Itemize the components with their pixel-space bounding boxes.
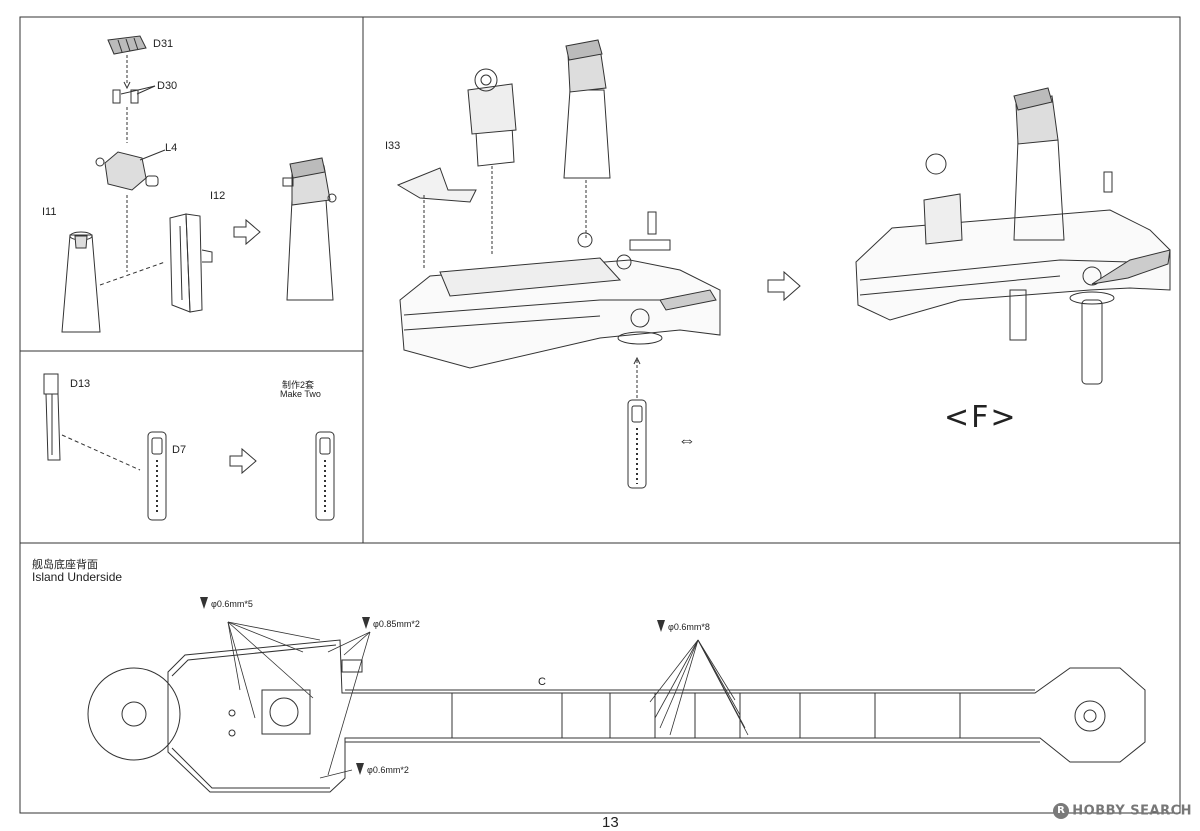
label-l4: L4 bbox=[165, 142, 178, 154]
drill-spec-3: φ0.6mm*8 bbox=[668, 622, 710, 632]
label-d7: D7 bbox=[172, 444, 187, 456]
label-d30: D30 bbox=[157, 80, 178, 92]
label-i33: I33 bbox=[385, 140, 401, 152]
assembled-pole-b bbox=[315, 431, 335, 521]
drill-spec-4: φ0.6mm*2 bbox=[367, 765, 409, 775]
label-i11: I11 bbox=[42, 206, 57, 218]
drill-spec-2: φ0.85mm*2 bbox=[373, 619, 420, 629]
make-two-note-cn: 制作2套 bbox=[282, 380, 315, 390]
part-d7-drawing bbox=[147, 431, 167, 521]
drill-pointer-lines bbox=[227, 621, 749, 779]
part-d30-drawing bbox=[112, 85, 156, 104]
underside-title-en: Island Underside bbox=[32, 570, 123, 584]
tower-drawing bbox=[563, 39, 611, 179]
label-d31: D31 bbox=[153, 38, 174, 50]
drill-spec-1: φ0.6mm*5 bbox=[211, 599, 253, 609]
watermark-logo-icon: R bbox=[1053, 803, 1070, 819]
part-i33-drawing bbox=[396, 167, 477, 203]
label-part-c: C bbox=[538, 676, 546, 688]
assembled-island-drawing bbox=[855, 87, 1171, 385]
label-i12: I12 bbox=[210, 190, 226, 202]
part-i11-drawing bbox=[61, 231, 101, 333]
part-l4-drawing bbox=[95, 149, 166, 191]
make-two-note-en: Make Two bbox=[280, 389, 321, 399]
drill-bit-icons bbox=[200, 597, 665, 775]
island-base-drawing bbox=[399, 211, 721, 369]
arrow-b bbox=[229, 447, 257, 475]
result-label-f: <F> bbox=[944, 400, 1018, 435]
swap-symbol: ⇔ bbox=[678, 430, 696, 450]
assembled-stack-a bbox=[282, 157, 337, 301]
pole-c-drawing bbox=[627, 399, 647, 489]
label-d13: D13 bbox=[70, 378, 91, 390]
watermark-text: HOBBY SEARCH bbox=[1072, 803, 1192, 819]
underside-title-cn: 舰岛底座背面 bbox=[32, 559, 98, 571]
part-d13-drawing bbox=[43, 373, 61, 461]
part-i12-drawing bbox=[169, 213, 213, 313]
part-d31-drawing bbox=[107, 35, 147, 55]
underside-drawing bbox=[87, 639, 1146, 793]
arrow-c bbox=[767, 270, 801, 302]
panel-frame-underside bbox=[19, 542, 1181, 814]
arrow-a bbox=[233, 218, 261, 246]
page-number: 13 bbox=[602, 814, 619, 831]
radar-mast-drawing bbox=[467, 68, 517, 167]
